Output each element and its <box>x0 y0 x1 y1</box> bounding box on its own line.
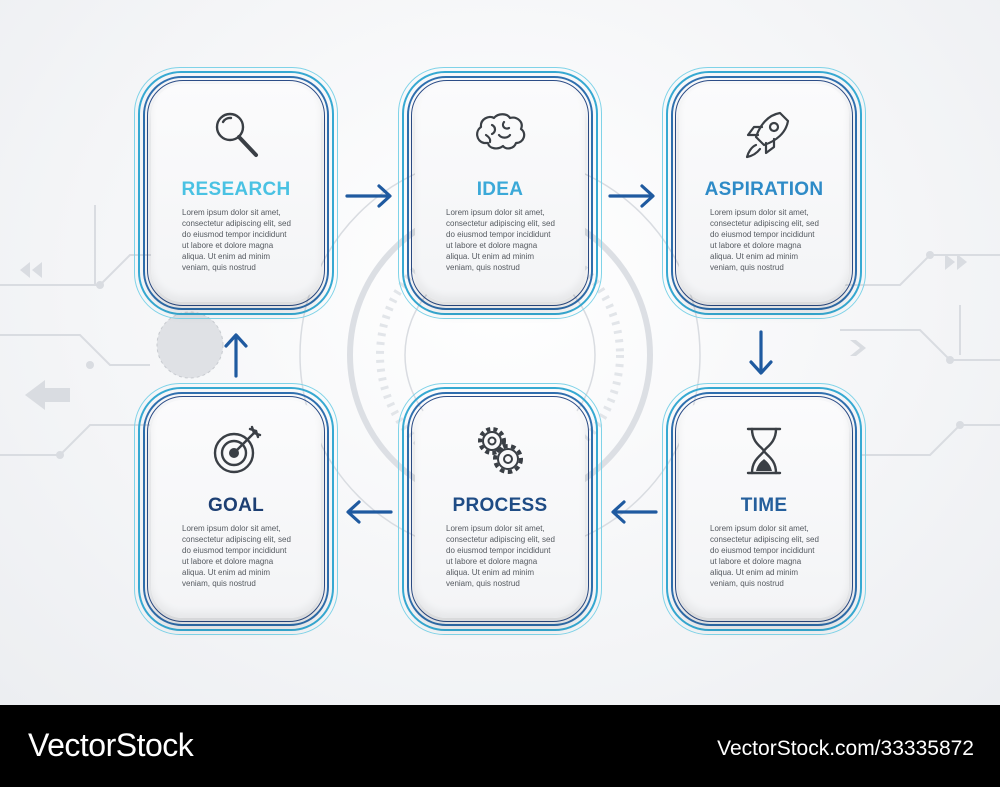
brand-logo: VectorStock <box>28 727 194 763</box>
arrow-process-to-goal <box>346 500 393 524</box>
target-icon <box>213 425 262 474</box>
brain-icon <box>476 113 526 150</box>
magnifier-icon <box>215 112 258 157</box>
arrow-research-to-idea <box>345 184 392 208</box>
step-card-goal: GOAL Lorem ipsum dolor sit amet, consect… <box>134 383 338 635</box>
step-description: Lorem ipsum dolor sit amet, consectetur … <box>182 208 291 272</box>
step-title: TIME <box>740 495 788 516</box>
arrow-time-to-process <box>611 500 658 524</box>
step-title: GOAL <box>207 495 265 516</box>
hourglass-icon <box>746 427 782 475</box>
gears-icon <box>478 427 523 474</box>
watermark-footer: VectorStock VectorStock.com/33335872 <box>0 705 1000 787</box>
step-title: PROCESS <box>452 495 548 516</box>
step-card-time: TIME Lorem ipsum dolor sit amet, consect… <box>662 383 866 635</box>
step-description: Lorem ipsum dolor sit amet, consectetur … <box>446 524 555 588</box>
step-title: RESEARCH <box>181 179 291 200</box>
rocket-icon <box>745 111 790 159</box>
arrow-idea-to-aspiration <box>608 184 655 208</box>
step-title: ASPIRATION <box>704 179 824 200</box>
step-card-process: PROCESS Lorem ipsum dolor sit amet, cons… <box>398 383 602 635</box>
infographic-canvas: RESEARCH Lorem ipsum dolor sit amet, con… <box>0 0 1000 705</box>
step-description: Lorem ipsum dolor sit amet, consectetur … <box>446 208 555 272</box>
step-card-aspiration: ASPIRATION Lorem ipsum dolor sit amet, c… <box>662 67 866 319</box>
step-description: Lorem ipsum dolor sit amet, consectetur … <box>710 208 819 272</box>
step-card-research: RESEARCH Lorem ipsum dolor sit amet, con… <box>134 67 338 319</box>
step-card-idea: IDEA Lorem ipsum dolor sit amet, consect… <box>398 67 602 319</box>
step-description: Lorem ipsum dolor sit amet, consectetur … <box>182 524 291 588</box>
step-description: Lorem ipsum dolor sit amet, consectetur … <box>710 524 819 588</box>
image-id-text: VectorStock.com/33335872 <box>717 737 974 760</box>
arrow-goal-to-research <box>224 333 248 378</box>
step-title: IDEA <box>476 179 524 200</box>
arrow-aspiration-to-time <box>749 330 773 375</box>
